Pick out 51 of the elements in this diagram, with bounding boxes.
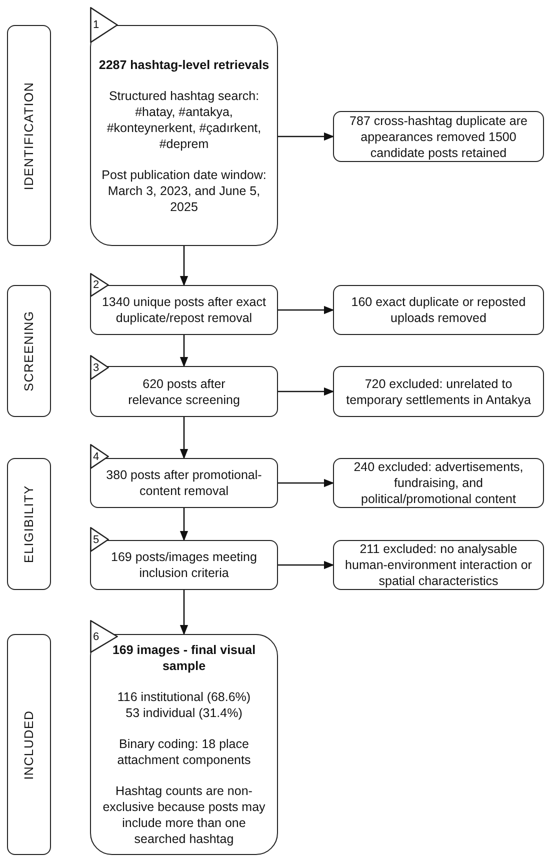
box-text: 169 posts/images meeting inclusion criteria [110, 549, 258, 581]
step-triangle [90, 355, 109, 380]
step-number: 6 [93, 630, 100, 642]
exclusion-box [333, 111, 544, 162]
arrow [278, 478, 334, 488]
phase-label: IDENTIFICATION [22, 81, 36, 190]
arrow [278, 306, 334, 314]
phase-band [7, 458, 51, 590]
arrow [180, 590, 188, 634]
box-text: 116 institutional (68.6%) 53 individual (31.4%) [116, 689, 252, 721]
step-triangle [90, 527, 109, 552]
step-triangle [90, 273, 109, 297]
step-number: 5 [93, 534, 100, 546]
box-text: 1340 unique posts after exact duplicate/repost removal [100, 294, 267, 326]
phase-band [7, 285, 51, 417]
box-text: 720 excluded: unrelated to temporary settlements in Antakya [345, 376, 532, 408]
phase-label: SCREENING [22, 310, 36, 392]
arrow [180, 417, 188, 458]
box-text: 211 excluded: no analysable human-environment interaction or spatial characteristics [344, 541, 533, 589]
box-text: Hashtag counts are non-exclusive because posts may include more than one searched hashtag [102, 783, 266, 847]
process-box [90, 458, 278, 508]
step-triangle [90, 7, 118, 43]
phase-label: INCLUDED [22, 710, 36, 780]
arrow [278, 387, 334, 396]
step-number: 3 [93, 362, 100, 374]
box-text: 380 posts after promotional-content removal [105, 467, 263, 499]
box-heading: 169 images - final visual sample [111, 642, 257, 674]
arrow [180, 508, 188, 540]
box-text: 787 cross-hashtag duplicate are appearances removed 1500 candidate posts retained [348, 112, 528, 160]
step-number: 4 [93, 450, 100, 462]
phase-band [7, 634, 51, 855]
arrow [180, 246, 188, 286]
step-number: 1 [93, 19, 100, 31]
exclusion-box [333, 458, 544, 508]
exclusion-box [333, 285, 544, 335]
box-text: 160 exact duplicate or reposted uploads removed [350, 294, 527, 326]
phase-band [7, 25, 51, 246]
box-heading: 2287 hashtag-level retrievals [98, 56, 270, 72]
box-text: Binary coding: 18 place attachment components [116, 736, 252, 768]
box-text: Structured hashtag search: #hatay, #antakya, #konteynerkent, #çadırkent, #deprem [106, 88, 262, 152]
arrow [180, 335, 188, 366]
step-number: 2 [93, 279, 100, 291]
box-text: 620 posts after relevance screening [127, 376, 241, 408]
phase-label: ELIGIBILITY [22, 485, 36, 563]
process-box [90, 634, 278, 855]
box-text: 240 excluded: advertisements, fundraising, and political/promotional content [352, 459, 524, 507]
exclusion-box [333, 366, 544, 417]
arrow [278, 560, 334, 570]
step-triangle [90, 444, 109, 469]
arrow [278, 132, 334, 141]
box-text: Post publication date window: March 3, 2023, and June 5, 2025 [100, 166, 268, 214]
